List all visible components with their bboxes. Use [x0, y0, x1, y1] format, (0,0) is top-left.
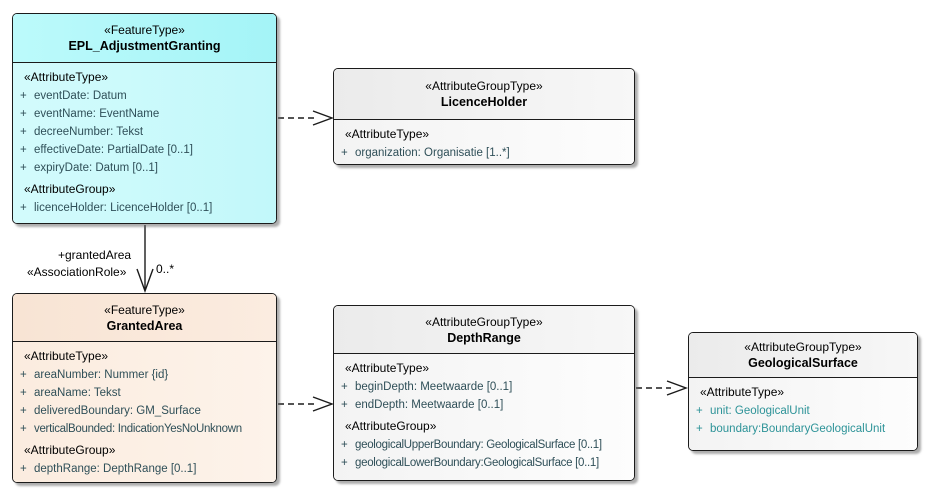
attribute-row: + unit: GeologicalUnit [696, 405, 810, 417]
class-header: «FeatureType» GrantedArea [13, 294, 276, 341]
class-attributes: «AttributeType» + beginDepth: Meetwaarde… [334, 353, 634, 480]
dependency-arrow-grantedarea-to-depthrange[interactable] [278, 396, 335, 412]
class-attributes: «AttributeType» + areaNumber: Nummer {id… [13, 341, 276, 482]
class-header: «AttributeGroupType» GeologicalSurface [689, 333, 917, 377]
section-label: «AttributeGroup» [24, 443, 116, 457]
class-attributes: «AttributeType» + unit: GeologicalUnit +… [689, 377, 917, 450]
stereotype-label: «FeatureType» [104, 23, 185, 37]
class-attributes: «AttributeType» + organization: Organisa… [334, 119, 634, 164]
class-header: «AttributeGroupType» LicenceHolder [334, 69, 634, 119]
class-name: EPL_AdjustmentGranting [68, 39, 221, 53]
class-name: GeologicalSurface [748, 356, 858, 370]
class-grantedarea[interactable]: «FeatureType» GrantedArea «AttributeType… [12, 293, 277, 483]
association-stereotype-label: «AssociationRole» [27, 265, 127, 279]
stereotype-label: «FeatureType» [104, 302, 185, 317]
attribute-row: + licenceHolder: LicenceHolder [0..1] [20, 202, 213, 214]
association-multiplicity-label: 0..* [156, 262, 175, 276]
class-attributes: «AttributeType» + eventDate: Datum + eve… [13, 62, 276, 223]
stereotype-label: «AttributeGroupType» [744, 340, 862, 354]
class-name: LicenceHolder [440, 95, 528, 109]
class-header: «FeatureType» EPL_AdjustmentGranting [13, 14, 276, 62]
section-label: «AttributeGroup» [24, 182, 116, 196]
stereotype-label: «AttributeGroupType» [425, 79, 543, 93]
attribute-row: + endDepth: Meetwaarde [0..1] [341, 399, 504, 411]
class-geologicalsurface[interactable]: «AttributeGroupType» GeologicalSurface «… [688, 332, 918, 451]
section-label: «AttributeGroup» [345, 419, 437, 433]
attribute-row: + geologicalLowerBoundary:GeologicalSurf… [341, 457, 599, 469]
attribute-row: + areaName: Tekst [20, 387, 121, 399]
attribute-row: + eventDate: Datum [20, 90, 127, 102]
section-label: «AttributeType» [700, 385, 785, 399]
attribute-row: + effectiveDate: PartialDate [0..1] [20, 144, 193, 156]
class-licenceholder[interactable]: «AttributeGroupType» LicenceHolder «Attr… [333, 68, 635, 165]
attribute-row: + verticalBounded: IndicationYesNoUnknow… [20, 423, 242, 435]
attribute-row: + boundary:BoundaryGeologicalUnit [696, 423, 886, 435]
attribute-row: + depthRange: DepthRange [0..1] [20, 463, 197, 475]
attribute-row: + eventName: EventName [20, 108, 160, 120]
section-label: «AttributeType» [345, 127, 430, 141]
stereotype-label: «AttributeGroupType» [425, 314, 543, 329]
attribute-row: + expiryDate: Datum [0..1] [20, 162, 158, 174]
class-name: GrantedArea [106, 318, 183, 333]
class-epl-adjustmentgranting[interactable]: «FeatureType» EPL_AdjustmentGranting «At… [12, 13, 277, 224]
class-depthrange[interactable]: «AttributeGroupType» DepthRange «Attribu… [333, 305, 635, 481]
attribute-row: + organization: Organisatie [1..*] [341, 147, 510, 159]
association-role-label: +grantedArea [58, 248, 132, 262]
section-label: «AttributeType» [24, 70, 109, 84]
dependency-arrow-depthrange-to-geologicalsurface[interactable] [636, 380, 689, 396]
attribute-row: + areaNumber: Nummer {id} [20, 369, 169, 381]
attribute-row: + decreeNumber: Tekst [20, 126, 144, 138]
class-header: «AttributeGroupType» DepthRange [334, 306, 634, 353]
attribute-row: + deliveredBoundary: GM_Surface [20, 405, 201, 417]
dependency-arrow-epl-to-licenceholder[interactable] [278, 110, 335, 126]
section-label: «AttributeType» [24, 349, 109, 363]
association-arrow-epl-to-grantedarea[interactable] [136, 225, 154, 294]
attribute-row: + beginDepth: Meetwaarde [0..1] [341, 381, 513, 393]
attribute-row: + geologicalUpperBoundary: GeologicalSur… [341, 439, 602, 451]
class-name: DepthRange [447, 330, 521, 345]
section-label: «AttributeType» [345, 361, 430, 375]
